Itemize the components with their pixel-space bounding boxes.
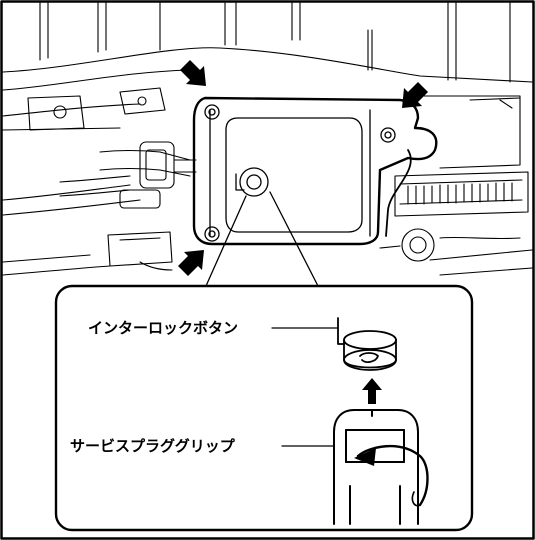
- arrow-icon: [402, 82, 428, 108]
- service-plug-housing: [192, 96, 438, 246]
- service-plug-grip-detail: [333, 409, 429, 525]
- label-leaders: [271, 327, 339, 447]
- service-plug-grip-label: サービスプラググリップ: [70, 437, 235, 455]
- up-arrow-icon: [362, 378, 382, 404]
- arrow-icon: [178, 250, 204, 276]
- rotate-arrow-icon: [354, 448, 376, 466]
- arrow-icon: [180, 60, 206, 86]
- interlock-button-detail: [337, 317, 397, 371]
- vehicle-structure: [2, 2, 533, 276]
- bolt-arrows: [178, 60, 428, 276]
- interlock-button-label: インターロックボタン: [88, 319, 239, 337]
- housing-details: [204, 104, 412, 242]
- detail-callout-box: [54, 284, 474, 532]
- zoom-leader-lines: [205, 191, 319, 287]
